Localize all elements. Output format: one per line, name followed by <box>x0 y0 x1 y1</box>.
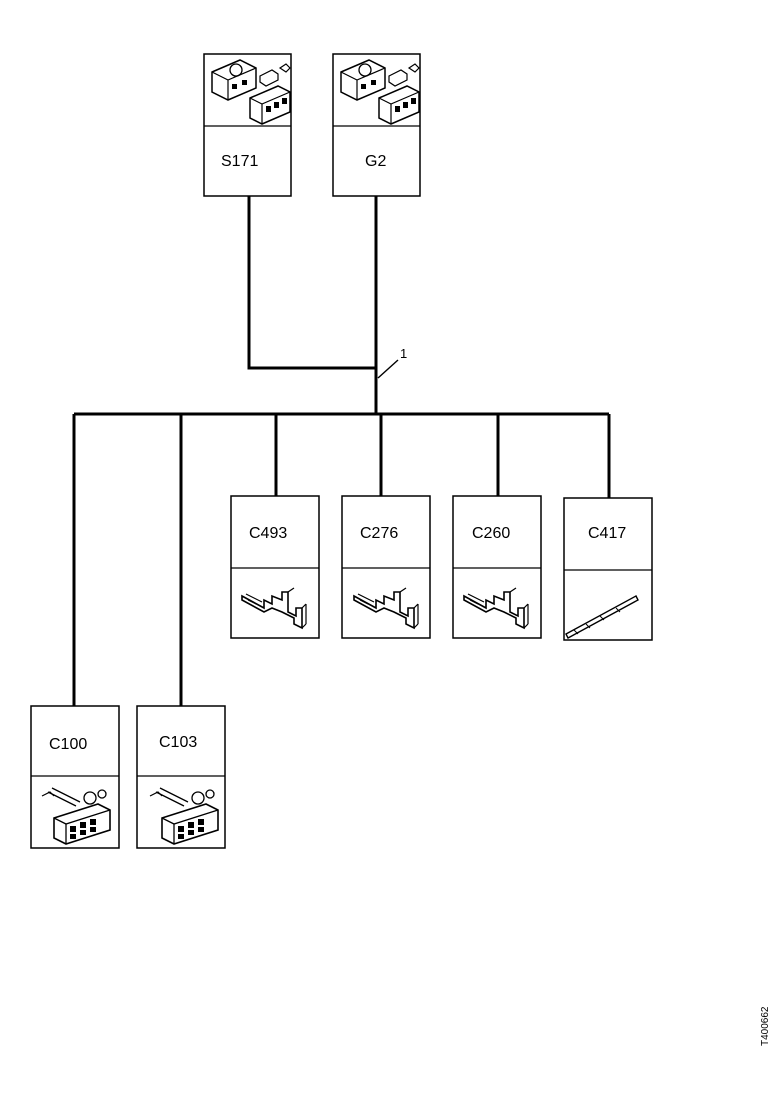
component-c103[interactable]: C103 <box>136 705 226 849</box>
component-label: C493 <box>249 525 287 542</box>
component-c493[interactable]: C493 <box>230 495 320 639</box>
component-c100[interactable]: C100 <box>30 705 120 849</box>
component-label: C260 <box>472 525 510 542</box>
component-label: S171 <box>221 153 258 170</box>
component-label: C276 <box>360 525 398 542</box>
component-c417[interactable]: C417 <box>563 497 653 641</box>
component-label: C103 <box>159 734 197 751</box>
component-s171[interactable]: S171 <box>203 53 292 197</box>
callout-label: 1 <box>400 346 407 361</box>
component-label: C417 <box>588 525 626 542</box>
component-label: G2 <box>365 153 386 170</box>
wires <box>72 196 611 706</box>
component-g2[interactable]: G2 <box>332 53 421 197</box>
component-c260[interactable]: C260 <box>452 495 542 639</box>
component-label: C100 <box>49 736 87 753</box>
document-id: T400662 <box>760 1006 771 1046</box>
component-c276[interactable]: C276 <box>341 495 431 639</box>
callout-1: 1 <box>377 346 407 379</box>
wire-s171 <box>247 196 376 370</box>
